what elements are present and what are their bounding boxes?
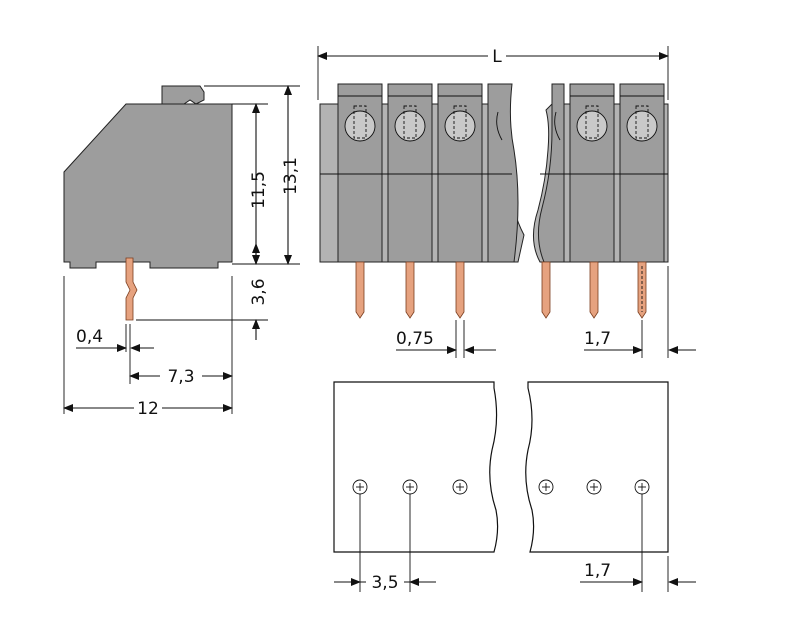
pcb-plate-left: [333, 381, 499, 553]
dim-length: L: [492, 47, 502, 67]
pcb-plate-right: [525, 381, 669, 553]
dim-pin-length: 3,6: [249, 278, 269, 305]
side-housing: [63, 103, 233, 269]
dim-width-pin: 7,3: [167, 367, 194, 387]
dim-edge-offset-top: 1,7: [584, 329, 611, 349]
side-view: 11,5 13,1 3,6 0,4 7,3 12: [63, 85, 301, 419]
dim-pitch: 3,5: [371, 573, 398, 593]
side-actuator-tab: [161, 85, 205, 105]
front-poles-left: [320, 83, 519, 263]
dim-pin-width: 0,75: [396, 329, 434, 349]
side-pin: [125, 257, 138, 321]
front-view: L: [317, 44, 696, 358]
dim-edge-offset-bottom: 1,7: [584, 561, 611, 581]
pcb-holes: [352, 479, 650, 495]
front-pins: [355, 261, 647, 319]
front-poles-right: [538, 83, 668, 263]
dim-width-total: 12: [137, 399, 159, 419]
dim-height-total: 13,1: [281, 157, 301, 195]
dim-height-body: 11,5: [249, 171, 269, 209]
bottom-view: 3,5 1,7: [333, 381, 696, 593]
dim-pin-thickness: 0,4: [76, 327, 103, 347]
